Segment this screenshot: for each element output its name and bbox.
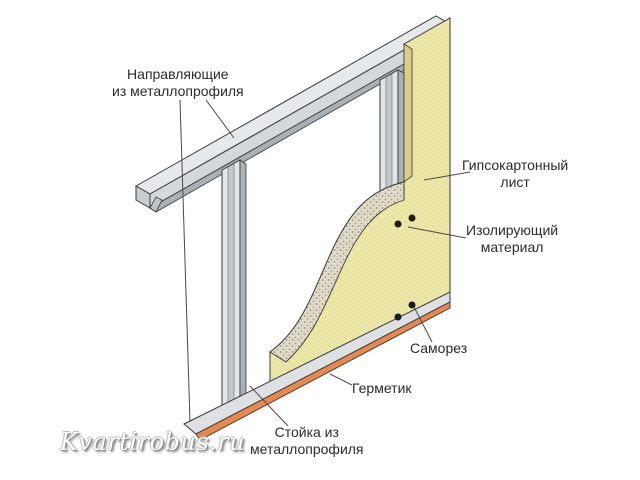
label-guides-line1: Направляющие bbox=[127, 66, 229, 82]
screws bbox=[394, 214, 416, 321]
screw-4 bbox=[408, 301, 416, 309]
label-sealant-line1: Герметик bbox=[352, 380, 412, 396]
top-guide-rail bbox=[134, 15, 452, 213]
label-stud-line1: Стойка из bbox=[274, 424, 339, 440]
screw-1 bbox=[394, 220, 402, 228]
label-stud-line2: металлопрофиля bbox=[250, 441, 364, 457]
leader-drywall bbox=[423, 171, 471, 181]
label-insulation: Изолирующий материал bbox=[466, 222, 558, 256]
site-watermark: Kvartirobus.ru bbox=[60, 428, 246, 456]
front-stud bbox=[221, 159, 247, 421]
leader-screw bbox=[413, 306, 433, 343]
label-guides-line2: из металлопрофиля bbox=[112, 83, 244, 99]
leader-sealant bbox=[329, 373, 353, 386]
label-insulation-line1: Изолирующий bbox=[466, 222, 559, 238]
leader-guides-top bbox=[205, 99, 235, 139]
insulation-layer bbox=[269, 181, 405, 363]
leader-lines bbox=[179, 99, 471, 427]
label-stud: Стойка из металлопрофиля bbox=[250, 424, 364, 458]
label-screw: Саморез bbox=[410, 340, 467, 357]
leader-stud bbox=[249, 385, 289, 427]
label-drywall-line2: лист bbox=[500, 174, 530, 190]
screw-3 bbox=[394, 313, 402, 321]
label-screw-line1: Саморез bbox=[410, 340, 468, 356]
leader-insulation bbox=[407, 226, 467, 239]
label-insulation-line2: материал bbox=[480, 239, 544, 255]
bottom-guide-rail bbox=[183, 291, 451, 441]
label-guides: Направляющие из металлопрофиля bbox=[112, 66, 244, 100]
label-drywall-line1: Гипсокартонный bbox=[462, 157, 569, 173]
screw-2 bbox=[408, 214, 416, 222]
leader-guides-bottom bbox=[179, 99, 191, 423]
label-sealant: Герметик bbox=[352, 380, 412, 397]
label-drywall: Гипсокартонный лист bbox=[462, 157, 568, 191]
